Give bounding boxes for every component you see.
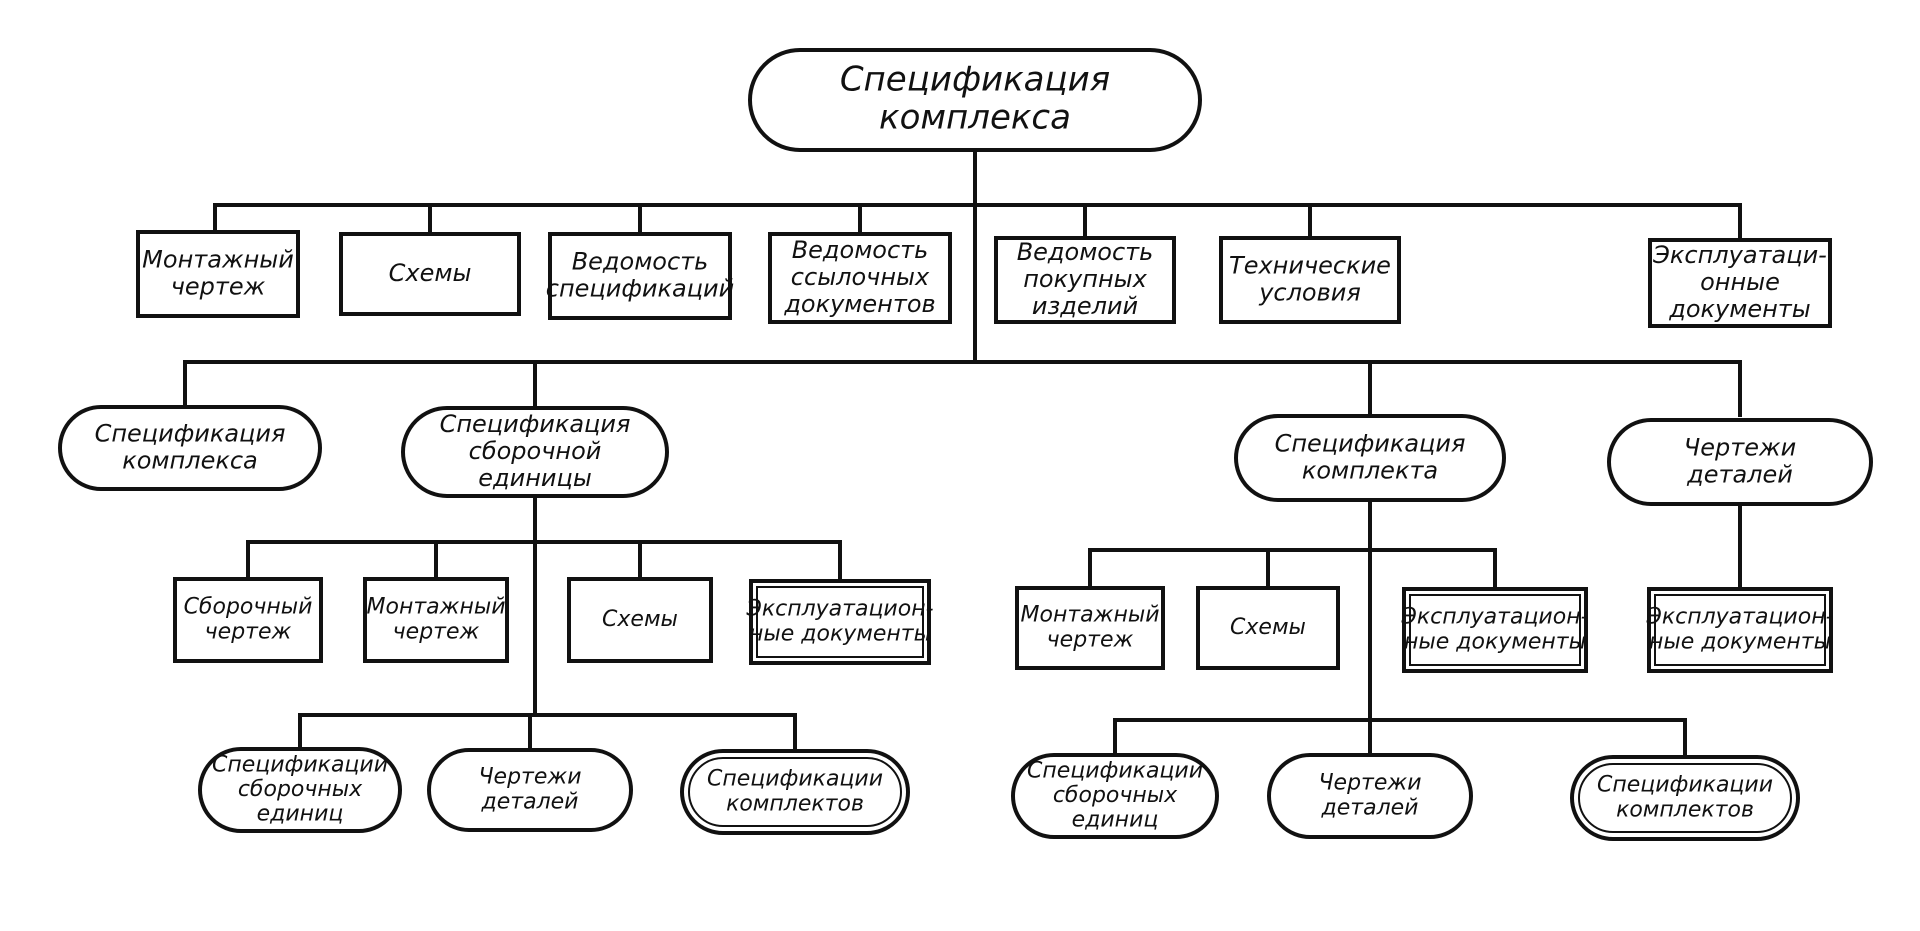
node-schemes-label-line: Схемы [389,259,472,287]
node-purchased-items-list-label-line: Ведомость [1017,238,1154,266]
node-technical-conditions-label-line: Технические [1229,252,1391,280]
node-purchased-items-list-label-line: покупных [1023,265,1147,293]
node-kit-specification-label-line: комплекта [1302,456,1438,484]
node-assembly-drawing-label-line: чертеж [205,619,292,644]
node-kit-operational-documents-label-line: Эксплуатацион- [1400,605,1588,630]
node-assembly-operational-documents-label-line: Эксплуатацион- [745,597,933,622]
node-assembly-parts-drawings-label-line: деталей [481,789,579,814]
node-kit-assembly-units-specifications-label-line: единиц [1072,808,1159,833]
node-assembly-operational-documents: Эксплуатацион-ные документы [745,579,934,665]
node-assembly-unit-specification-label-line: Спецификация [440,410,631,438]
node-assembly-schemes-label-line: Схемы [602,607,678,632]
node-kit-installation-drawing-label-line: чертеж [1047,627,1134,652]
root-complex-specification-label-line: комплекса [879,98,1071,138]
node-kit-kits-specifications-label-line: Спецификации [1597,773,1773,798]
node-installation-drawing-label-line: чертеж [171,272,266,300]
node-kit-parts-drawings-label-line: деталей [1321,795,1419,820]
node-kit-parts-drawings-label-line: Чертежи [1318,771,1421,796]
node-kit-operational-documents-label-line: ные документы [1404,629,1586,654]
node-reference-documents-list-label-line: документов [783,290,935,318]
node-parts-drawings-label-line: Чертежи [1684,434,1796,462]
node-specifications-list-label-line: Ведомость [572,248,709,276]
node-assembly-units-specifications-label-line: единиц [257,802,344,827]
node-parts-drawings-label-line: деталей [1686,460,1793,488]
node-installation-drawing-label-line: Монтажный [142,246,294,274]
node-reference-documents-list-label-line: ссылочных [791,263,930,291]
node-assembly-unit-specification-label-line: сборочной [469,437,602,465]
node-kit-kits-specifications-label-line: комплектов [1616,797,1754,822]
node-assembly-installation-drawing-label-line: чертеж [393,619,480,644]
node-parts-operational-documents-label-line: Эксплуатацион- [1645,605,1833,630]
node-kit-assembly-units-specifications-label-line: Спецификации [1027,758,1203,783]
node-parts-operational-documents: Эксплуатацион-ные документы [1645,587,1834,673]
node-specifications-list-label-line: спецификаций [546,274,734,302]
node-technical-conditions-label-line: условия [1258,278,1361,306]
node-parts-operational-documents-label-line: ные документы [1649,629,1831,654]
node-assembly-units-specifications-label-line: Спецификации [212,752,388,777]
node-kit-schemes-label-line: Схемы [1230,615,1306,640]
root-complex-specification-label-line: Спецификация [840,59,1110,99]
node-kit-schemes: Схемы [1196,586,1340,670]
node-assembly-unit-specification-label-line: единицы [478,464,592,492]
node-assembly-installation-drawing-label-line: Монтажный [367,595,506,620]
node-assembly-parts-drawings-label-line: Чертежи [478,765,581,790]
node-assembly-units-specifications-label-line: сборочных [238,777,363,802]
node-operational-documents-label-line: документы [1668,295,1810,323]
node-assembly-kits-specifications-label-line: комплектов [726,791,864,816]
node-reference-documents-list-label-line: Ведомость [792,236,929,264]
node-kit-assembly-units-specifications-label-line: сборочных [1053,783,1178,808]
node-kit-operational-documents: Эксплуатацион-ные документы [1400,587,1589,673]
node-kit-specification-label-line: Спецификация [1275,430,1466,458]
node-assembly-drawing-label-line: Сборочный [184,595,313,620]
node-purchased-items-list-label-line: изделий [1032,292,1138,320]
node-schemes: Схемы [339,232,521,316]
node-complex-specification-label-line: комплекса [122,446,257,474]
node-assembly-operational-documents-label-line: ные документы [749,621,931,646]
node-kit-installation-drawing-label-line: Монтажный [1021,603,1160,628]
node-complex-specification-label-line: Спецификация [95,420,286,448]
node-operational-documents-label-line: онные [1700,268,1780,296]
node-assembly-schemes: Схемы [567,577,713,663]
node-assembly-kits-specifications-label-line: Спецификации [707,767,883,792]
node-operational-documents-label-line: Эксплуатаци- [1652,241,1827,269]
